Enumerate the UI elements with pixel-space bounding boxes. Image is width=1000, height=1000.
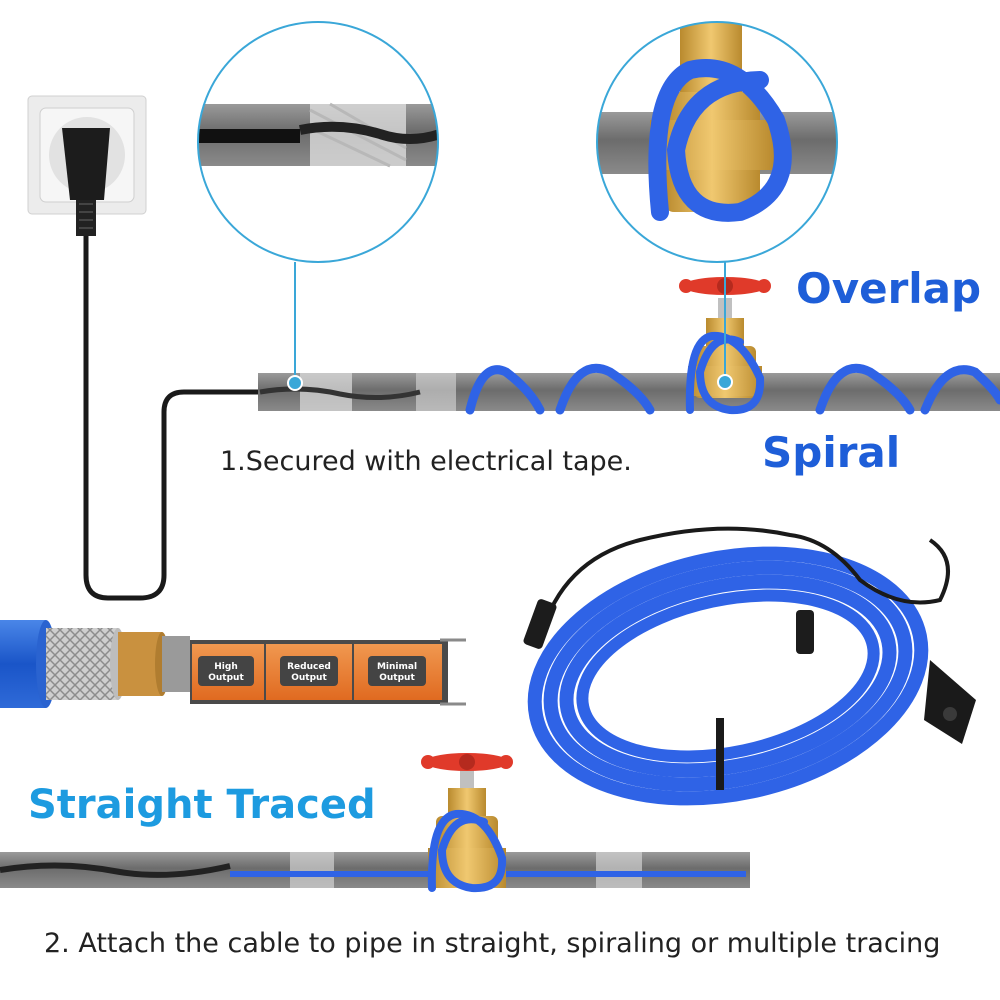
power-cord — [83, 236, 262, 601]
zone-label-reduced: Reduced — [287, 662, 331, 672]
cable-connector — [523, 599, 557, 649]
bottom-overlap-cable — [427, 809, 507, 893]
overlap-label: Overlap — [796, 264, 982, 313]
coil-plug-icon — [924, 660, 976, 744]
zoom-circle-tape — [197, 21, 439, 263]
cable-connector-2 — [796, 610, 814, 654]
zone-label-high-output: Output — [208, 673, 244, 683]
cable-cross-section — [0, 620, 466, 708]
coiled-cable — [527, 546, 929, 806]
spiral-label: Spiral — [762, 428, 901, 477]
bottom-pipe — [0, 852, 750, 888]
spiral-cable — [465, 363, 1000, 415]
zoom-circle-overlap — [596, 21, 838, 263]
straight-traced-label: Straight Traced — [28, 782, 376, 828]
zone-label-minimal-output: Output — [379, 673, 415, 683]
zone-label-minimal: Minimal — [377, 662, 417, 672]
overlap-cable — [685, 331, 765, 415]
caption-step-2: 2. Attach the cable to pipe in straight,… — [44, 928, 941, 959]
callout-dot-overlap — [717, 374, 733, 390]
zone-label-high: High — [214, 662, 237, 672]
caption-step-1: 1.Secured with electrical tape. — [220, 446, 632, 477]
cable-tie — [716, 718, 724, 790]
zone-label-reduced-output: Output — [291, 673, 327, 683]
callout-dot-tape — [287, 375, 303, 391]
bottom-valve-handle-icon — [421, 753, 513, 771]
cable-lead — [538, 526, 950, 641]
plug-icon — [62, 128, 110, 236]
